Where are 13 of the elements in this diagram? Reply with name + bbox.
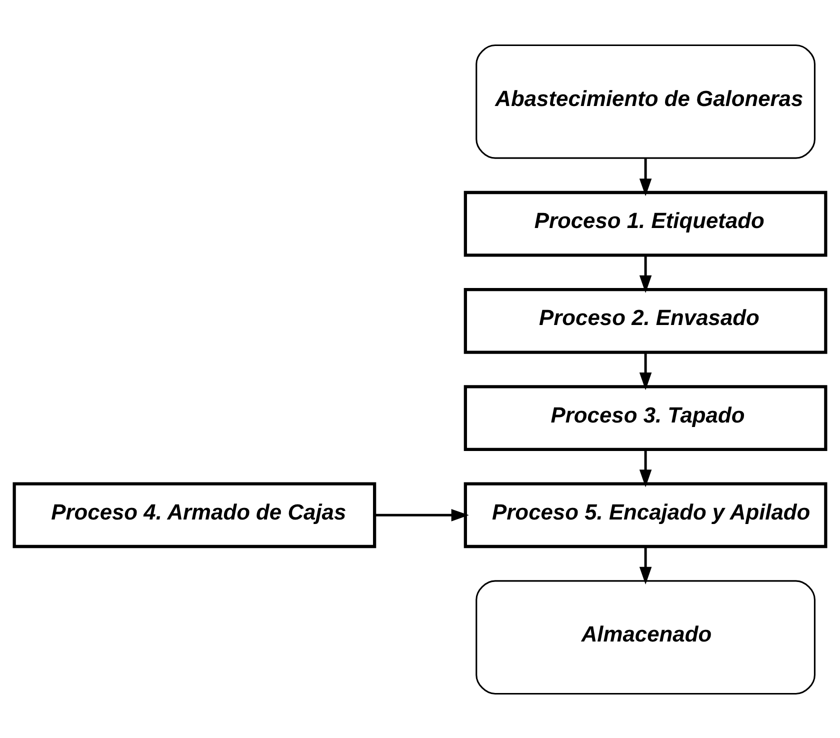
arrow (639, 158, 652, 196)
arrow (639, 255, 652, 292)
node-box: Abastecimiento de Galoneras (476, 44, 816, 158)
node-box: Almacenado (476, 580, 816, 694)
node-box: Proceso 4. Armado de Cajas (12, 482, 376, 548)
arrow (374, 508, 469, 521)
node-box: Proceso 3. Tapado (464, 384, 828, 450)
arrow (639, 546, 652, 584)
arrow (639, 449, 652, 487)
node-box: Proceso 5. Encajado y Apilado (464, 482, 828, 548)
node-box: Proceso 2. Envasado (464, 288, 828, 354)
node-box: Proceso 1. Etiquetado (464, 190, 828, 256)
arrow (639, 352, 652, 390)
